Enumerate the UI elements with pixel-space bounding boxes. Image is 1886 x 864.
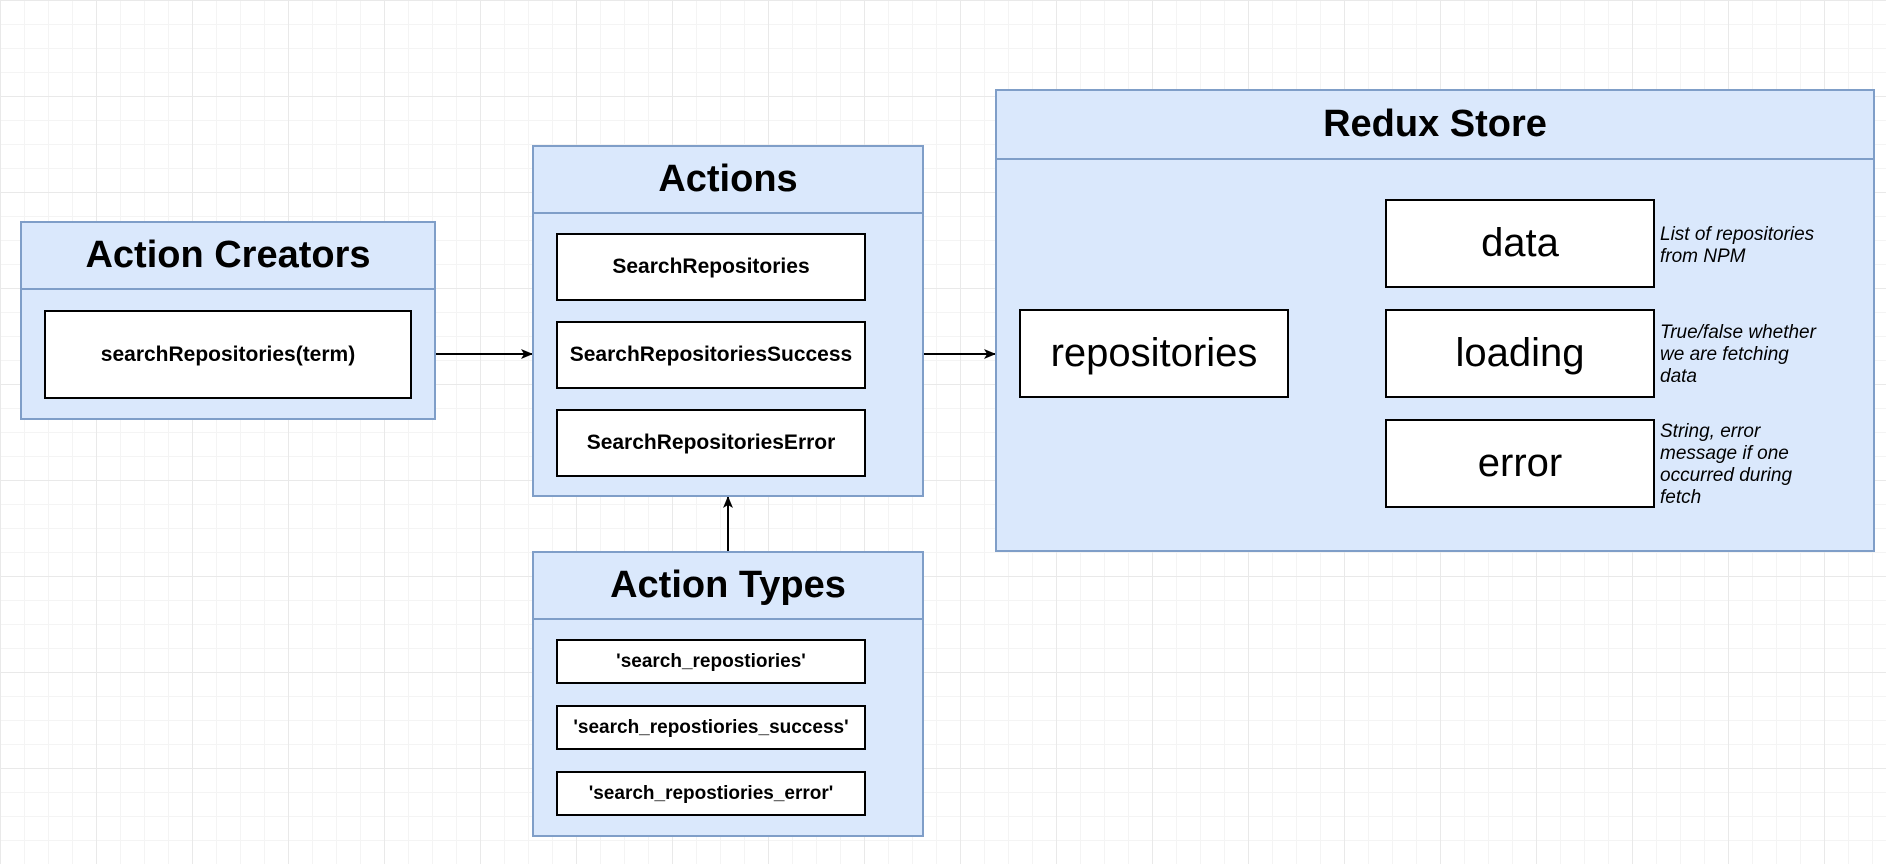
note-error-line: String, error <box>1660 421 1761 442</box>
action-type-item-search: 'search_repostiories' <box>556 639 866 684</box>
note-loading: True/false whether we are fetching data <box>1660 322 1816 388</box>
action-creators-title: Action Creators <box>22 223 434 290</box>
note-data-line: from NPM <box>1660 246 1746 267</box>
action-creator-item: searchRepositories(term) <box>44 310 412 399</box>
actions-panel: Actions SearchRepositories SearchReposit… <box>532 145 924 497</box>
store-field-data: data <box>1385 199 1655 288</box>
action-item-search-repositories-success: SearchRepositoriesSuccess <box>556 321 866 389</box>
note-error: String, error message if one occurred du… <box>1660 421 1792 509</box>
redux-store-title: Redux Store <box>997 91 1873 160</box>
action-types-panel: Action Types 'search_repostiories' 'sear… <box>532 551 924 837</box>
actions-title: Actions <box>534 147 922 214</box>
note-loading-line: data <box>1660 366 1697 387</box>
note-data: List of repositories from NPM <box>1660 224 1814 268</box>
store-field-loading: loading <box>1385 309 1655 398</box>
store-repositories-box: repositories <box>1019 309 1289 398</box>
action-type-item-error: 'search_repostiories_error' <box>556 771 866 816</box>
note-data-line: List of repositories <box>1660 224 1815 245</box>
action-types-title: Action Types <box>534 553 922 620</box>
action-type-item-success: 'search_repostiories_success' <box>556 705 866 750</box>
note-error-line: occurred during <box>1660 465 1793 486</box>
note-loading-line: we are fetching <box>1660 344 1789 365</box>
note-error-line: message if one <box>1660 443 1789 464</box>
note-loading-line: True/false whether <box>1660 322 1816 343</box>
note-error-line: fetch <box>1660 487 1702 508</box>
action-item-search-repositories-error: SearchRepositoriesError <box>556 409 866 477</box>
store-field-error: error <box>1385 419 1655 508</box>
action-item-search-repositories: SearchRepositories <box>556 233 866 301</box>
action-creators-panel: Action Creators searchRepositories(term) <box>20 221 436 420</box>
